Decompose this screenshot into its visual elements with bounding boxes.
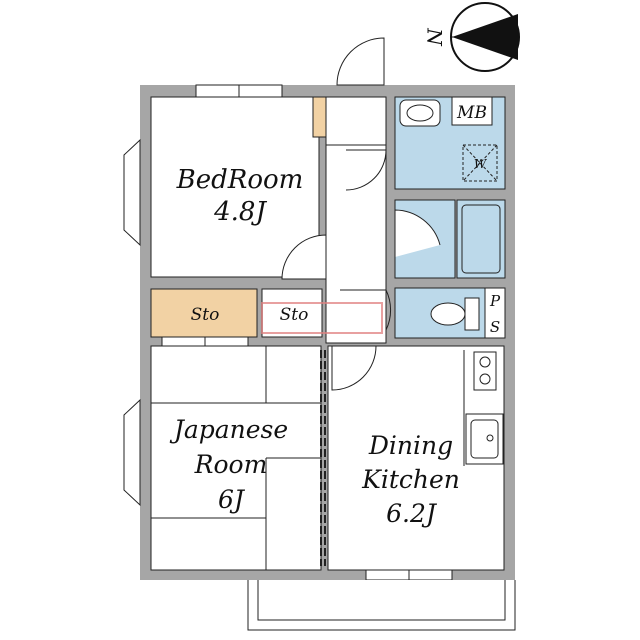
storage-right-label: Sto: [280, 305, 309, 325]
meter-box-label: MB: [456, 103, 487, 123]
bedroom-floor: [150, 96, 320, 278]
storage-left-label: Sto: [191, 305, 220, 325]
pipe-space-label-s: S: [490, 318, 500, 336]
bedroom-size: 4.8J: [213, 197, 267, 227]
stove-icon: [473, 351, 497, 391]
sliding-door: [320, 350, 326, 566]
bathtub: [456, 199, 506, 279]
north-arrow-icon: [450, 2, 520, 72]
meter-box: [451, 96, 493, 126]
japanese-room-size: 6J: [218, 485, 246, 514]
pipe-space-label-p: P: [489, 292, 501, 310]
washer-icon: [462, 144, 498, 182]
bay-windows: [123, 138, 141, 507]
bathtub-inner: [461, 204, 501, 274]
washbasin-icon: [399, 99, 441, 127]
storage-left: [150, 288, 258, 338]
dining-kitchen-name-1: Dining: [368, 431, 453, 460]
washer-label: W: [474, 157, 488, 171]
compass-label: N: [423, 27, 447, 47]
sink-icon: [465, 413, 504, 465]
pipe-space: [484, 287, 506, 339]
japanese-room-name-2: Room: [194, 450, 268, 479]
toilet-icon: [430, 297, 480, 331]
tatami-lines: [151, 346, 321, 570]
balcony: [247, 580, 516, 631]
dining-kitchen-size: 6.2J: [386, 499, 438, 528]
dining-kitchen-name-2: Kitchen: [361, 465, 460, 494]
watermark-stamp: [261, 302, 383, 334]
bedroom-name: BedRoom: [176, 165, 304, 195]
japanese-room-name-1: Japanese: [169, 415, 288, 444]
entrance-floor: [325, 96, 387, 146]
shoe-closet: [312, 96, 327, 138]
doors: [281, 37, 441, 391]
storage-right: [261, 288, 323, 338]
